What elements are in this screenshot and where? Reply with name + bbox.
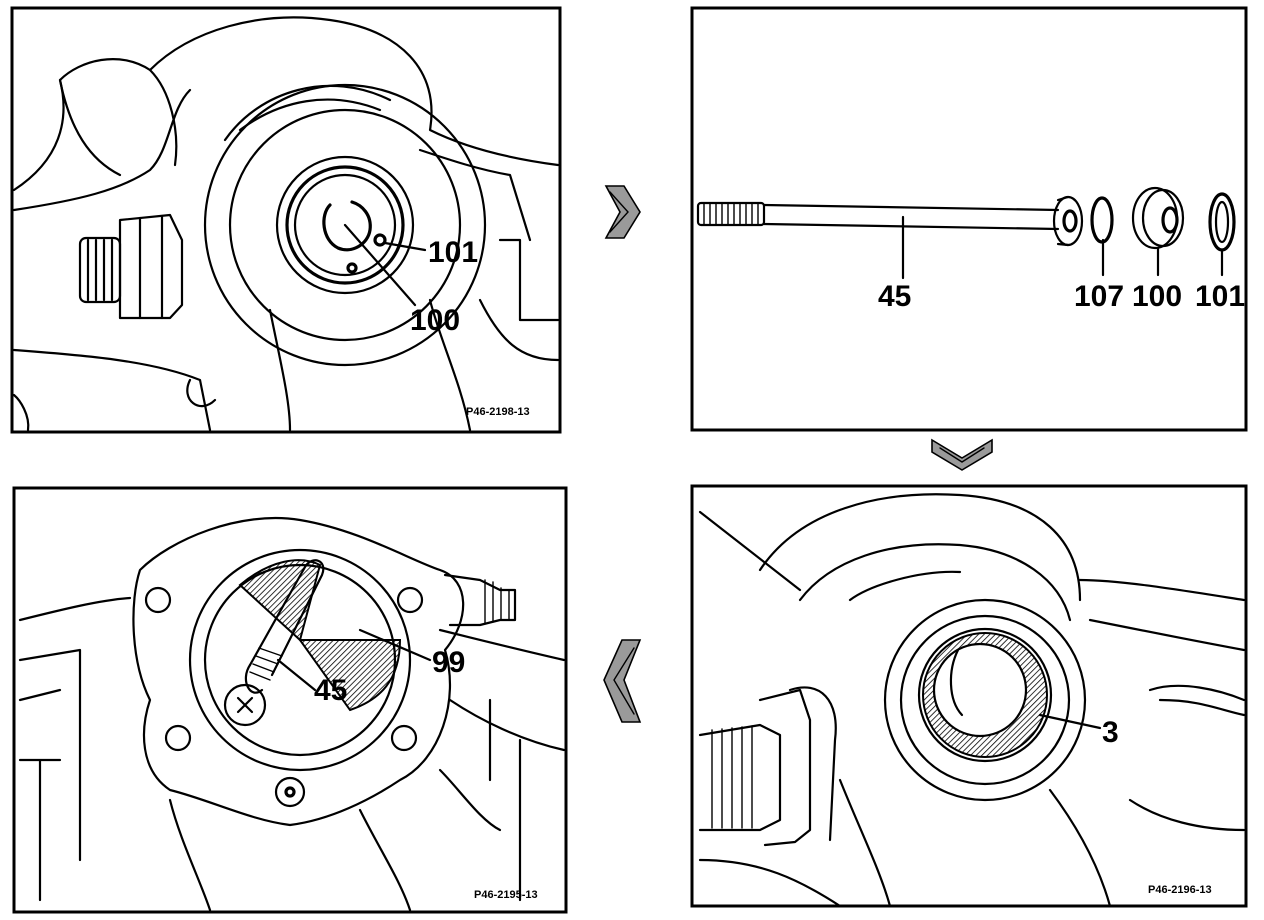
housing-drawing: [698, 493, 1246, 908]
exploded-parts-drawing: [696, 186, 1236, 280]
housing-drawing: [18, 516, 566, 912]
panel-top-left: 101 100 P46-2198-13: [10, 6, 562, 434]
panel-top-right: 45 107 100 101: [690, 6, 1248, 432]
panel-frame: [690, 6, 1248, 432]
callout-label: 45: [878, 280, 911, 313]
figure-code: P46-2198-13: [466, 406, 530, 418]
panel-frame: [12, 486, 568, 914]
callout-label: 101: [428, 236, 478, 269]
callout-label: 107: [1074, 280, 1124, 313]
callout-label: 100: [1132, 280, 1182, 313]
figure-code: P46-2195-13: [474, 889, 538, 901]
arrow-left-icon: [603, 639, 642, 723]
callout-label: 3: [1102, 716, 1119, 749]
arrow-right-icon: [604, 185, 641, 239]
callout-label: 100: [410, 304, 460, 337]
figure-code: P46-2196-13: [1148, 884, 1212, 896]
panel-bottom-left: 99 45 P46-2195-13: [12, 486, 568, 914]
arrow-down-icon: [931, 438, 993, 471]
housing-drawing: [12, 16, 560, 432]
callout-label: 99: [432, 646, 465, 679]
panel-bottom-right: 3 P46-2196-13: [690, 484, 1248, 908]
callout-label: 101: [1195, 280, 1245, 313]
callout-label: 45: [314, 674, 347, 707]
